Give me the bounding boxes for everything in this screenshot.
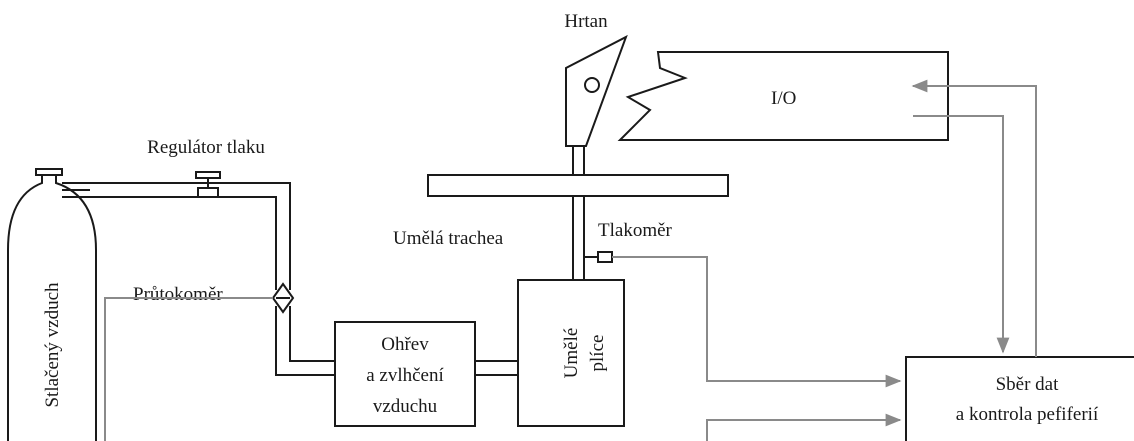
flowmeter-label: Průtokoměr [133, 284, 223, 305]
tank-body [7, 175, 97, 441]
io-box [617, 51, 949, 141]
heater-label-1: Ohřev [381, 334, 429, 355]
flowmeter-symbol [271, 282, 295, 314]
tank-valve-cap [35, 168, 63, 176]
artificial-trachea [572, 196, 585, 280]
artificial-lungs-box [517, 279, 625, 427]
larynx-model [565, 34, 628, 147]
manometer-label: Tlakoměr [598, 220, 673, 241]
heater-to-lungs-pipe [475, 360, 518, 376]
manometer-symbol [597, 251, 613, 263]
larynx-label: Hrtan [564, 11, 608, 32]
flowmeter-signal-line [104, 297, 273, 441]
data-acquisition-box [905, 356, 1134, 441]
larynx-stem [572, 146, 585, 175]
manometer-signal-line [612, 256, 902, 388]
daq-label-1: Sběr dat [996, 374, 1060, 395]
pressure-regulator [195, 171, 221, 198]
regulator-knob [195, 171, 221, 179]
supply-pipe [62, 182, 335, 376]
io-label: I/O [771, 88, 796, 109]
lungs-label-2: plíce [587, 335, 608, 372]
regulator-label: Regulátor tlaku [147, 137, 265, 158]
io-to-daq-line [913, 115, 1010, 354]
daq-to-io-line [911, 79, 1037, 357]
bottom-signal-line [706, 413, 902, 441]
trachea-label: Umělá trachea [393, 228, 504, 249]
mounting-plate [427, 174, 729, 197]
tank-label: Stlačený vzduch [42, 282, 63, 408]
air-tank [7, 168, 97, 441]
heater-label-2: a zvlhčení [366, 365, 444, 386]
heater-label-3: vzduchu [373, 396, 438, 417]
daq-label-2: a kontrola pefiferií [956, 404, 1099, 425]
lungs-label-1: Umělé [561, 328, 582, 379]
